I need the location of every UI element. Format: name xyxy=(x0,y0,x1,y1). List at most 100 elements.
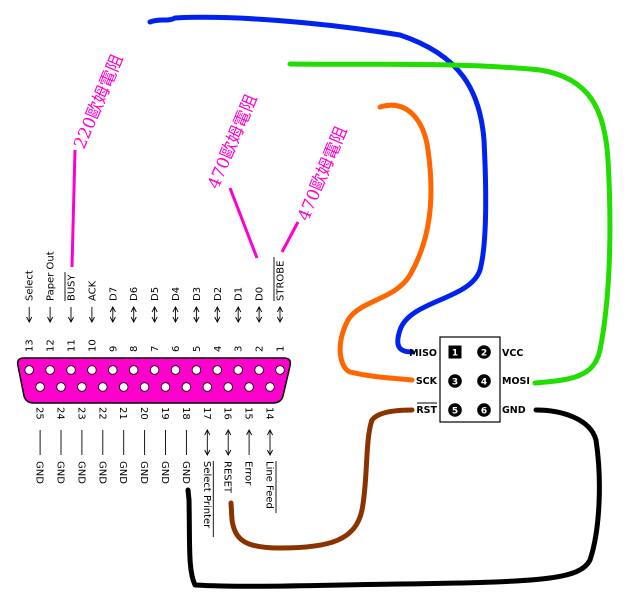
connector-hole-12 xyxy=(45,365,55,375)
resistor-lead-busy xyxy=(70,149,77,268)
connector-hole-13 xyxy=(24,365,34,375)
pin-label: D3 xyxy=(192,287,203,301)
pin-label: Paper Out xyxy=(46,251,57,301)
pin-lead-arrowhead xyxy=(193,306,200,313)
pin-number: 9 xyxy=(108,346,119,352)
isp-pin-shape xyxy=(448,374,462,388)
isp-pin-4: 4 xyxy=(477,374,491,388)
pin-8: 8D6 xyxy=(129,287,140,352)
pin-number: 18 xyxy=(180,407,191,420)
pin-number: 20 xyxy=(138,407,149,420)
pin-lead-arrowhead xyxy=(130,316,137,323)
pin-lead-arrowhead xyxy=(204,429,211,436)
pin-lead-arrowhead xyxy=(193,316,200,323)
pin-number: 15 xyxy=(243,407,254,420)
pin-lead-arrowhead xyxy=(214,306,221,313)
pin-lead-arrowhead xyxy=(26,316,33,323)
isp-label-mosi: MOSI xyxy=(502,376,530,387)
pin-lead-arrowhead xyxy=(109,306,116,313)
pin-number: 24 xyxy=(55,407,66,420)
wire-miso xyxy=(147,14,489,355)
pin-number: 17 xyxy=(201,407,212,420)
pin-lead-arrowhead xyxy=(277,306,283,313)
pin-number: 16 xyxy=(222,407,233,420)
isp-pin-number: 5 xyxy=(452,406,458,416)
pin-lead-arrowhead xyxy=(130,306,137,313)
pin-number: 10 xyxy=(87,339,98,352)
pin-3: 3D1 xyxy=(234,287,245,352)
pin-lead-arrowhead xyxy=(267,429,273,436)
pin-label: Select xyxy=(25,270,36,301)
connector-hole-5 xyxy=(191,365,202,375)
pin-lead-arrowhead xyxy=(151,316,158,323)
pin-number: 4 xyxy=(213,346,224,352)
pin-number: 2 xyxy=(255,346,266,352)
pin-number: 6 xyxy=(171,346,182,352)
isp-pin-shape xyxy=(477,374,491,388)
pin-lead-arrowhead xyxy=(172,316,179,323)
wire-mosi xyxy=(287,61,613,386)
isp-pin-shape xyxy=(477,345,491,359)
resistor-label-2: 470歐姆電阻 xyxy=(204,92,262,192)
pin-label: GND xyxy=(117,461,128,484)
pin-5: 5D3 xyxy=(192,287,203,352)
connector-hole-10 xyxy=(87,365,97,375)
pin-number: 19 xyxy=(159,407,170,420)
connector-hole-2 xyxy=(254,365,264,375)
pin-lead-arrowhead xyxy=(256,316,263,323)
pin-number: 3 xyxy=(234,346,245,352)
pin-lead-arrowhead xyxy=(214,316,221,323)
pin-label: RESET xyxy=(222,461,233,494)
pin-lead-arrowhead xyxy=(256,306,263,313)
pin-label: GND xyxy=(75,461,86,484)
connector-hole-3 xyxy=(233,365,243,375)
connector-hole-25 xyxy=(35,382,45,392)
pin-lead-arrowhead xyxy=(47,316,54,323)
pin-number: 11 xyxy=(67,339,78,352)
pin-lead-arrowhead xyxy=(277,316,283,323)
pin-label: D7 xyxy=(108,287,119,301)
pin-lead-arrowhead xyxy=(204,449,211,456)
pin-9: 9 D7 xyxy=(108,287,119,352)
pin-4: 4D2 xyxy=(213,287,224,352)
pin-label: D4 xyxy=(171,287,182,301)
resistor-lead-strobe xyxy=(280,221,300,253)
db25-connector xyxy=(16,357,292,404)
pin-number: 14 xyxy=(264,407,275,420)
pin-label: GND xyxy=(159,461,170,484)
pin-lead-arrowhead xyxy=(225,429,232,436)
pin-label: STROBE xyxy=(276,261,287,301)
pin-lead-arrowhead xyxy=(235,316,242,323)
pin-label: D6 xyxy=(129,287,140,301)
isp-pin-1: 1 xyxy=(448,345,462,359)
connector-hole-6 xyxy=(170,365,181,375)
pin-number: 1 xyxy=(276,346,287,352)
connector-hole-23 xyxy=(77,382,87,392)
pin-1: 1 STROBE xyxy=(273,257,287,352)
pin-7: 7D5 xyxy=(150,287,161,352)
isp-pin-shape xyxy=(477,403,491,417)
connector-hole-19 xyxy=(160,382,171,392)
resistor-lead-d0 xyxy=(228,187,259,259)
pin-lead-arrowhead xyxy=(225,449,232,456)
isp-pin-shape xyxy=(448,403,462,417)
isp-label-gnd: GND xyxy=(502,405,526,416)
pin-2: 2D0 xyxy=(255,287,266,352)
isp-pin-5: 5 xyxy=(448,403,462,417)
pin-label: GND xyxy=(55,461,66,484)
